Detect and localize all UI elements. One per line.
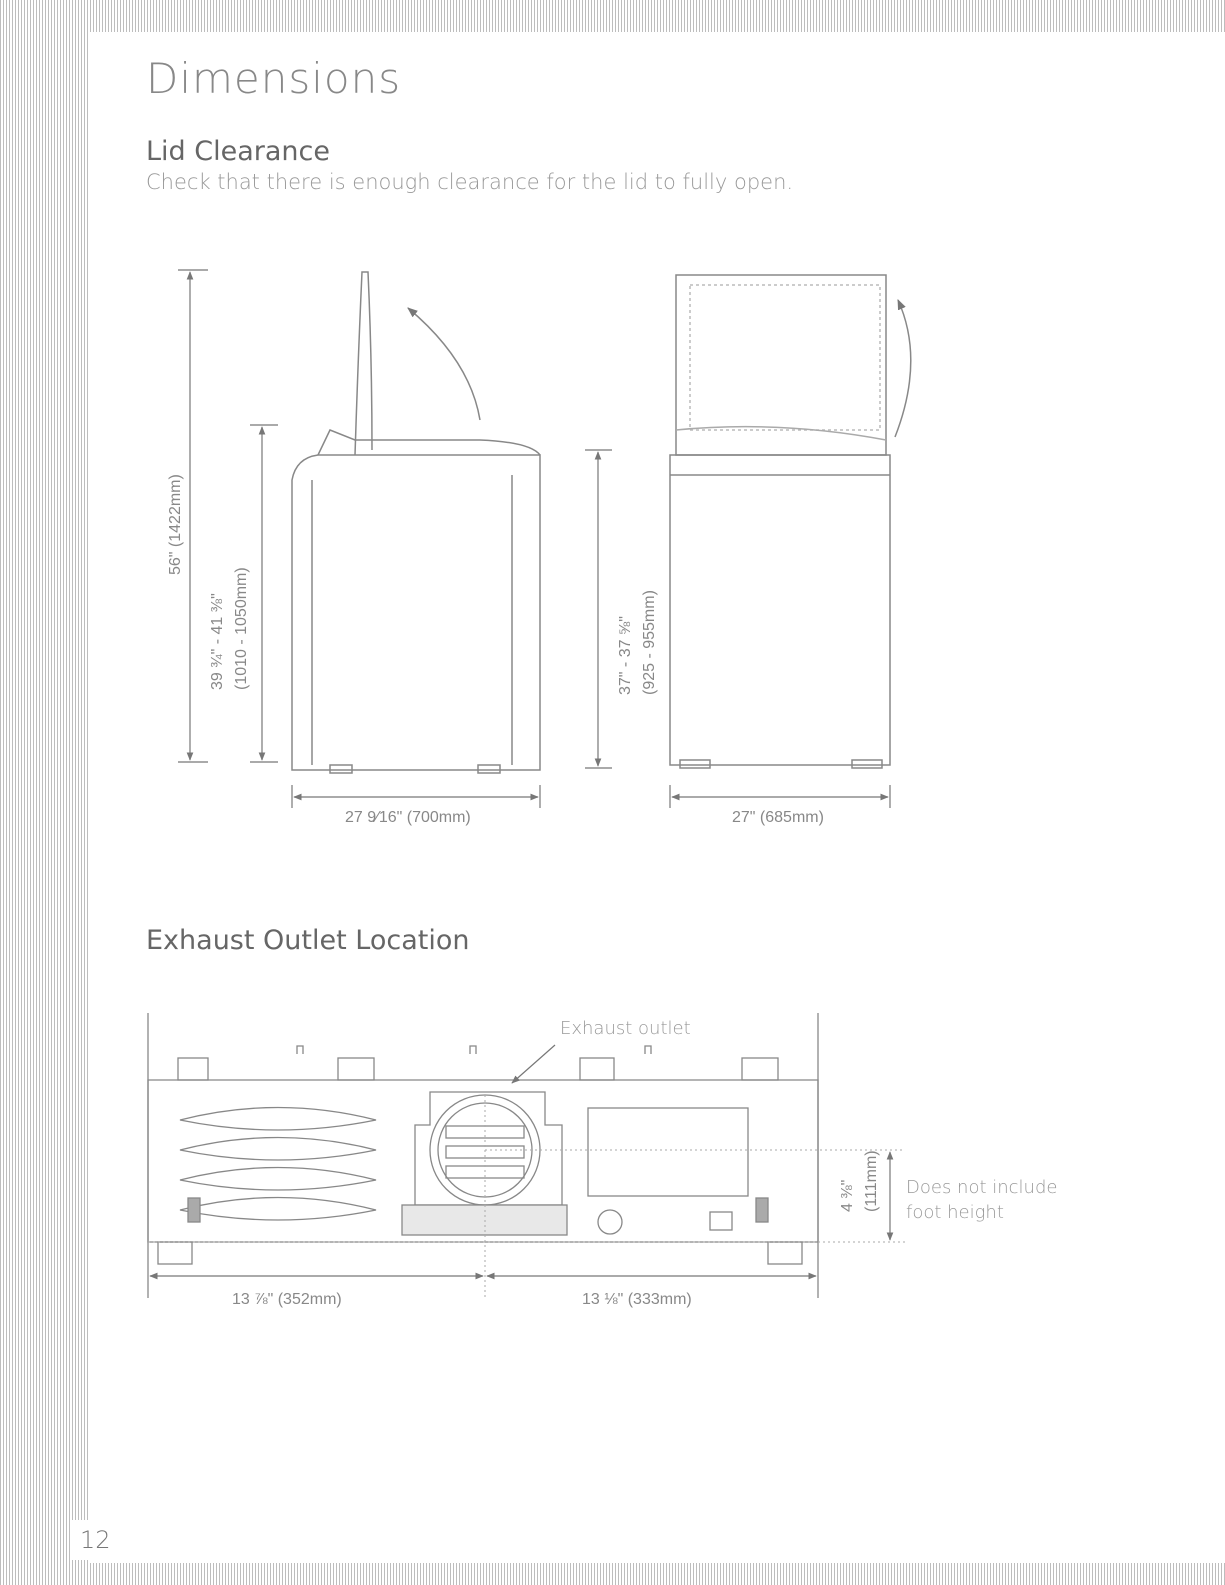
- page-number: 12: [80, 1526, 111, 1554]
- dim-front-height-in-label: 37" - 37 ⅝": [617, 616, 634, 695]
- note-line-1: Does not include: [906, 1177, 1057, 1198]
- dim-total-height-label: 56" (1422mm): [167, 474, 184, 575]
- dim-exhaust-height-mm-label: (111mm): [863, 1150, 880, 1212]
- dim-front-width-label: 27" (685mm): [732, 809, 824, 826]
- side-view-washer: [292, 272, 540, 773]
- dim-exhaust-height-in-label: 4 ⅜": [839, 1180, 856, 1212]
- dim-front-height-mm-label: (925 - 955mm): [641, 590, 658, 695]
- front-view-washer: [670, 275, 911, 768]
- dim-side-height-mm-label: (1010 - 1050mm): [233, 567, 250, 690]
- dim-side-height-in-label: 39 ¾" - 41 ⅜": [209, 593, 226, 690]
- dim-side-width-label: 27 9⁄16" (700mm): [345, 809, 471, 826]
- exhaust-outlet-label: Exhaust outlet: [560, 1018, 691, 1039]
- dim-left-label: 13 ⅞" (352mm): [232, 1291, 342, 1308]
- exhaust-base-view: [148, 1013, 818, 1298]
- note-line-2: foot height: [906, 1202, 1004, 1223]
- dim-right-label: 13 ⅛" (333mm): [582, 1291, 692, 1308]
